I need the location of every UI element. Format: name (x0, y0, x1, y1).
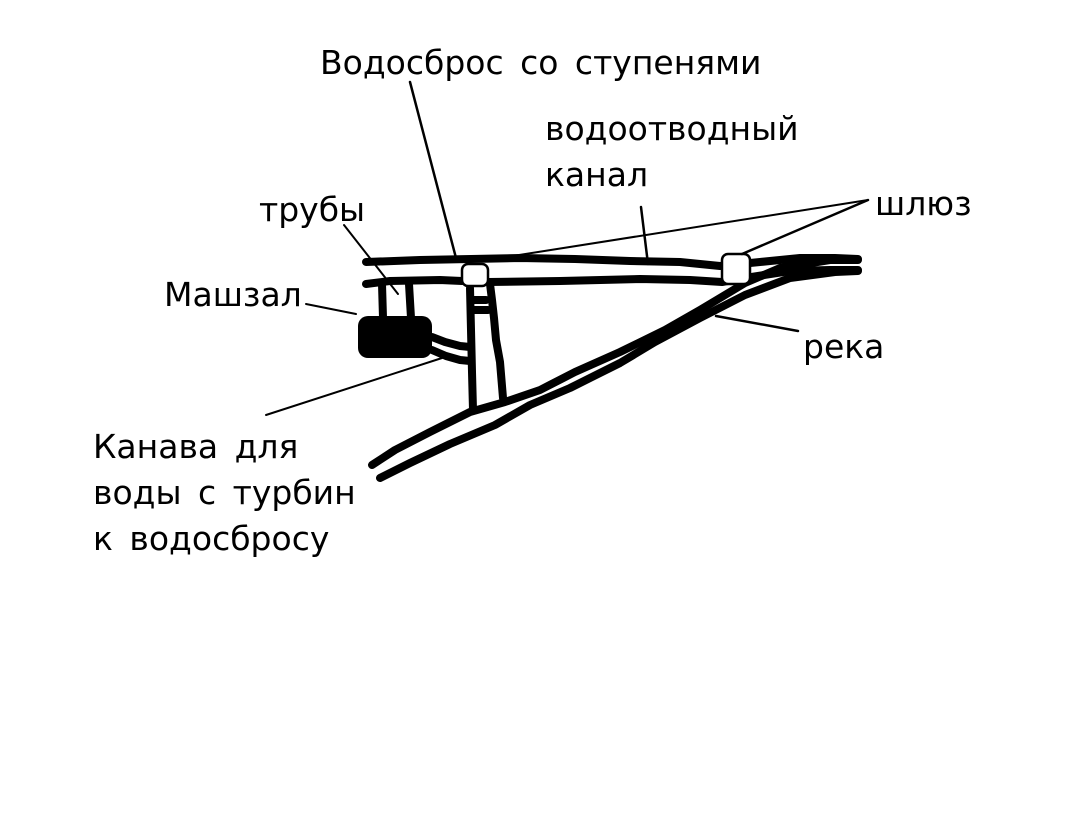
spillway-right-wall (486, 280, 507, 402)
powerhouse-block (358, 316, 432, 358)
river-lower-bank (376, 267, 862, 482)
leader-pipes (343, 224, 399, 295)
label-channel-line2: канал (545, 155, 649, 194)
sluice-gate (720, 252, 752, 286)
label-gate: шлюз (875, 184, 972, 223)
spillway-steps (468, 296, 492, 314)
spillway-head (460, 262, 490, 288)
label-pipes: трубы (259, 190, 366, 229)
label-ditch-line2: воды с турбин (93, 473, 356, 512)
penstock-pipe-right (405, 280, 415, 322)
leader-ditch (265, 357, 443, 416)
river-upper-bank (368, 256, 862, 469)
label-river: река (803, 327, 885, 366)
leader-powerhouse (305, 303, 357, 315)
label-ditch-line1: Канава для (93, 427, 299, 466)
penstock-pipe-left (378, 280, 387, 322)
leader-spillway (408, 80, 458, 260)
label-channel-line1: водоотводный (545, 109, 799, 148)
label-spillway: Водосброс со ступенями (320, 43, 762, 82)
leader-gate-2 (740, 198, 870, 256)
tailrace-lower (428, 346, 474, 365)
channel-upper-bank (362, 254, 862, 270)
label-ditch-line3: к водосбросу (93, 519, 330, 558)
label-powerhouse: Машзал (164, 275, 302, 314)
tailrace-upper (428, 333, 474, 351)
leader-river (714, 314, 800, 333)
leader-gate-1 (499, 199, 869, 259)
